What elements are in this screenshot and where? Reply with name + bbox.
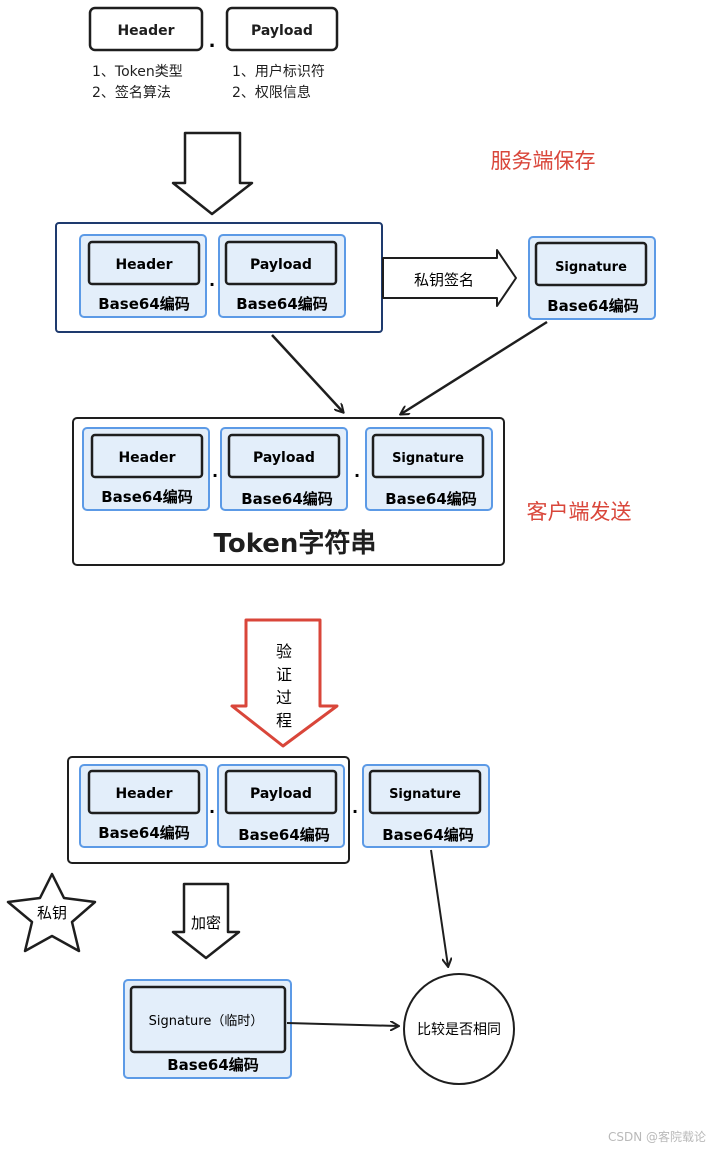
encrypt-label: 加密: [191, 914, 221, 932]
server-signature-block: Signature Base64编码: [528, 236, 656, 320]
token-signature-encoding: Base64编码: [385, 490, 477, 508]
verify-signature-block: Signature Base64编码: [362, 764, 490, 848]
server-signature-encoding: Base64编码: [547, 297, 639, 315]
top-dot: .: [209, 31, 216, 52]
payload-note-2: 2、权限信息: [232, 84, 311, 101]
verify-char-2: 证: [276, 665, 292, 684]
token-signature-block: Signature Base64编码: [365, 427, 493, 511]
server-signature-label: Signature: [555, 260, 627, 275]
token-header-label: Header: [118, 450, 175, 466]
temp-signature-label: Signature（临时）: [149, 1014, 264, 1029]
verify-header-encoding: Base64编码: [98, 824, 190, 842]
verify-char-3: 过: [276, 688, 292, 707]
encoded-payload-encoding: Base64编码: [236, 295, 328, 313]
encoded-header-block: Header Base64编码: [79, 234, 207, 318]
verify-signature-encoding: Base64编码: [382, 826, 474, 844]
verify-header-block: Header Base64编码: [79, 764, 208, 848]
sign-arrow-label: 私钥签名: [414, 271, 474, 289]
signature-to-compare-arrow: [430, 849, 448, 966]
verify-char-4: 程: [276, 711, 292, 730]
dot-1: .: [209, 271, 215, 290]
payload-note-1: 1、用户标识符: [232, 63, 325, 80]
merge-arrow-right: [401, 320, 548, 414]
encoded-header-label: Header: [115, 257, 172, 273]
encoded-payload-block: Payload Base64编码: [218, 234, 346, 318]
verify-arrow: [230, 618, 339, 748]
top-header-box: Header: [88, 6, 204, 52]
compare-label: 比较是否相同: [417, 1022, 501, 1038]
top-payload-box: Payload: [225, 6, 339, 52]
token-payload-label: Payload: [253, 450, 315, 466]
private-key-star: [6, 872, 97, 953]
merge-arrow-left: [271, 334, 343, 412]
verify-header-label: Header: [115, 786, 172, 802]
verify-signature-label: Signature: [389, 787, 461, 802]
verify-payload-encoding: Base64编码: [238, 826, 330, 844]
encoded-payload-label: Payload: [250, 257, 312, 273]
token-payload-block: Payload Base64编码: [220, 427, 348, 511]
token-header-encoding: Base64编码: [101, 488, 193, 506]
top-header-label: Header: [117, 23, 174, 39]
token-signature-label: Signature: [392, 451, 464, 466]
token-header-block: Header Base64编码: [82, 427, 210, 511]
verify-payload-block: Payload Base64编码: [217, 764, 345, 848]
temp-signature-block: Signature（临时） Base64编码: [123, 979, 292, 1079]
top-payload-label: Payload: [251, 23, 313, 39]
dot-4: .: [209, 798, 215, 817]
temp-signature-encoding: Base64编码: [167, 1056, 259, 1074]
token-payload-encoding: Base64编码: [241, 490, 333, 508]
encoded-header-encoding: Base64编码: [98, 295, 190, 313]
temp-to-compare-arrow: [286, 1023, 398, 1026]
dot-3: .: [354, 462, 360, 481]
dot-5: .: [352, 798, 358, 817]
compare-circle: [403, 973, 515, 1085]
client-send-label: 客户端发送: [527, 500, 632, 524]
verify-payload-label: Payload: [250, 786, 312, 802]
down-arrow-1: [171, 131, 254, 216]
header-note-1: 1、Token类型: [92, 64, 183, 80]
encrypt-arrow: [171, 882, 241, 960]
header-note-2: 2、签名算法: [92, 84, 171, 101]
watermark: CSDN @客院载论: [608, 1129, 706, 1144]
private-key-label: 私钥: [37, 904, 67, 922]
dot-2: .: [212, 462, 218, 481]
token-string-title: Token字符串: [214, 528, 377, 559]
server-save-label: 服务端保存: [491, 149, 596, 173]
sign-arrow: [382, 249, 517, 307]
verify-char-1: 验: [276, 642, 292, 661]
